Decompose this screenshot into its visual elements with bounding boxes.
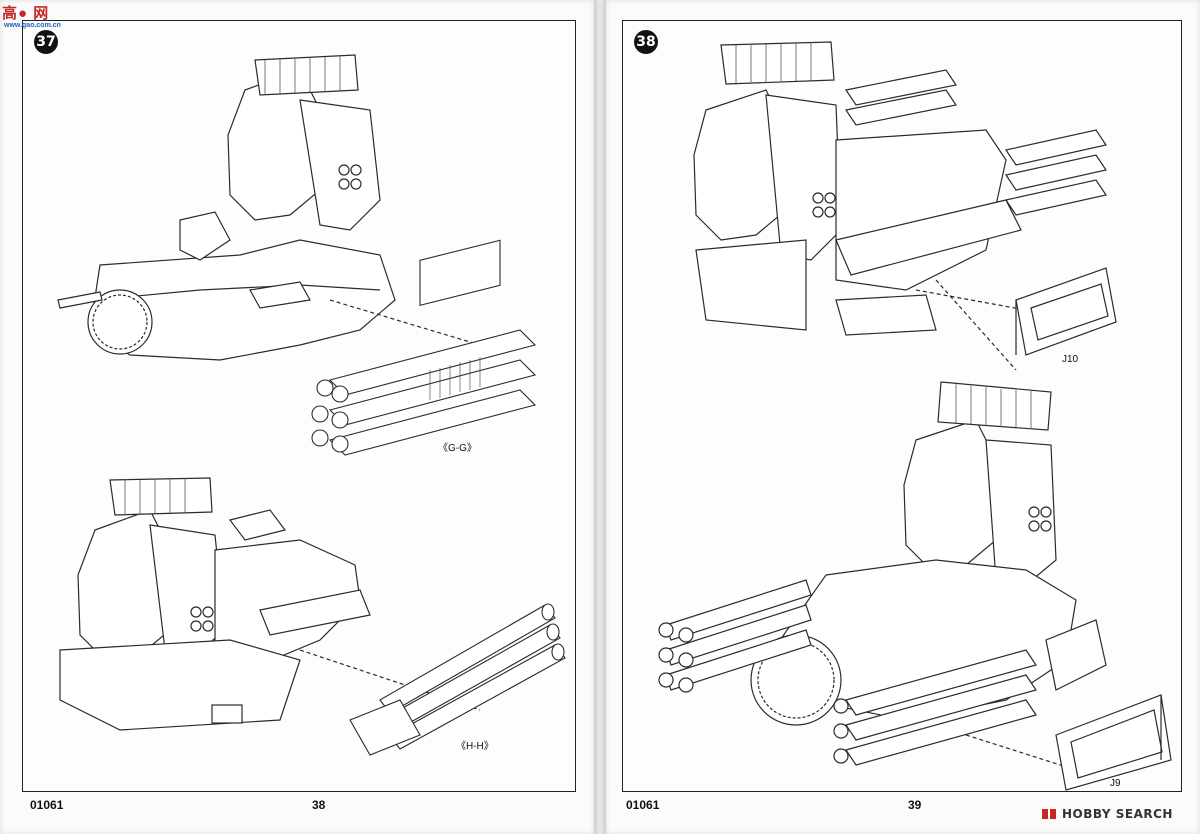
callout-j9: J9 — [1110, 778, 1121, 789]
product-code: 01061 — [30, 798, 64, 812]
watermark-url: www.gao.com.cn — [4, 22, 61, 29]
step-badge-38: 38 — [634, 30, 658, 54]
hobby-search-logo-icon — [1042, 809, 1056, 819]
step-badge-37: 37 — [34, 30, 58, 54]
watermark-title: 高● 网 — [2, 5, 50, 22]
turret-assembly-drawing-top — [57, 54, 537, 456]
callout-j10: J10 — [1062, 354, 1079, 365]
turret-assembly-drawing-right-top — [693, 41, 1117, 371]
site-watermark: 高● 网 www.gao.com.cn — [2, 2, 72, 36]
step-number: 37 — [36, 34, 56, 50]
callout-h-h: 《H-H》 — [456, 741, 494, 752]
callout-g-g: 《G-G》 — [438, 443, 477, 454]
right-page: 38 — [606, 0, 1200, 834]
hobby-search-watermark: HOBBY SEARCH — [1040, 804, 1173, 824]
product-code: 01061 — [626, 798, 660, 812]
book-gutter — [594, 0, 606, 834]
page-number: 39 — [908, 798, 922, 812]
watermark-brand: HOBBY SEARCH — [1062, 807, 1173, 821]
page-number: 38 — [312, 798, 326, 812]
turret-assembly-drawing-right-bottom — [658, 381, 1172, 791]
step-number: 38 — [636, 34, 656, 50]
turret-assembly-drawing-bottom — [59, 477, 566, 756]
left-page: 37 — [0, 0, 594, 834]
